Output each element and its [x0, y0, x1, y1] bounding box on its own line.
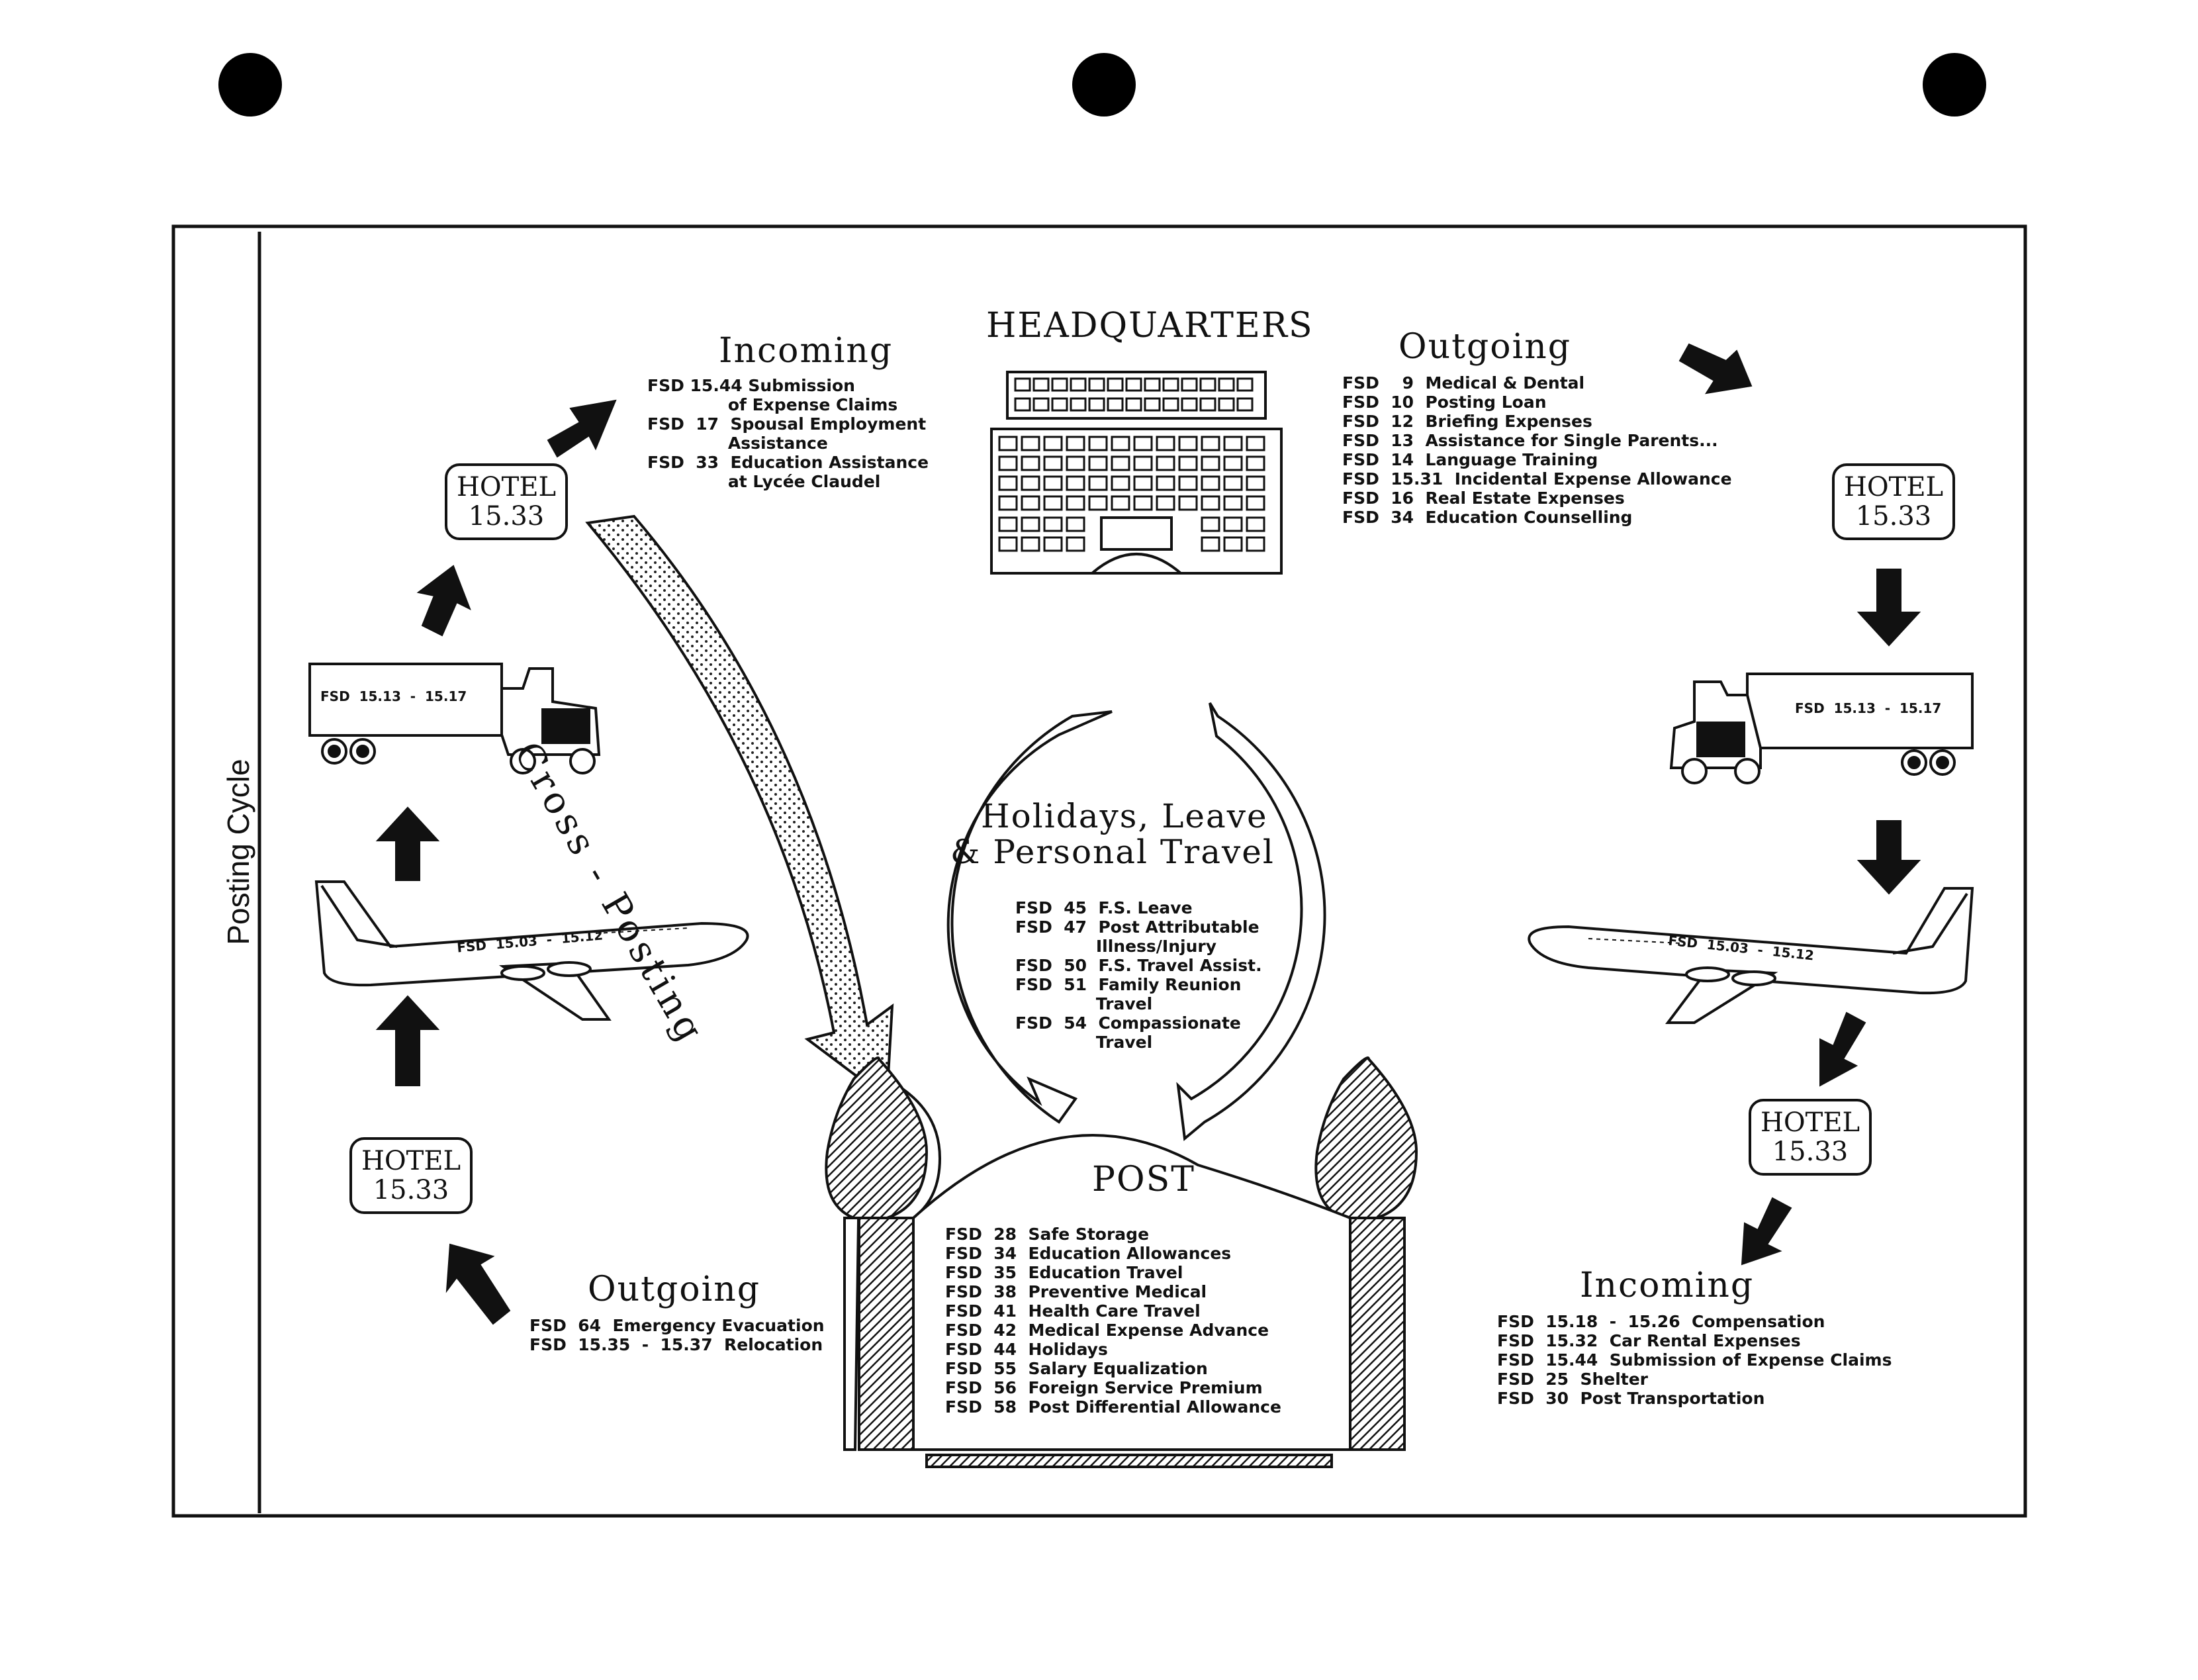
- headquarters-title: HEADQUARTERS: [986, 306, 1314, 346]
- hotel-number: 15.33: [1772, 1137, 1849, 1167]
- list-item: FSD 25 Shelter: [1497, 1370, 1649, 1389]
- post-outgoing-list: FSD 64 Emergency Evacuation FSD 15.35 - …: [529, 1316, 825, 1354]
- hq-outgoing-list: FSD 9 Medical & Dental FSD 10 Posting Lo…: [1342, 373, 1732, 527]
- hq-outgoing-title: Outgoing: [1398, 327, 1572, 367]
- cross-posting-arrow: [585, 514, 894, 1101]
- hq-incoming-title: Incoming: [719, 331, 893, 371]
- list-item: FSD 38 Preventive Medical: [945, 1282, 1207, 1301]
- list-item: FSD 9 Medical & Dental: [1342, 373, 1585, 393]
- truck-right-icon: [1669, 673, 1974, 784]
- list-item: FSD 15.44 Submission: [647, 376, 855, 395]
- holidays-title-line1: Holidays, Leave: [981, 797, 1268, 835]
- list-item: FSD 15.32 Car Rental Expenses: [1497, 1331, 1801, 1350]
- list-item: FSD 17 Spousal Employment: [647, 414, 927, 434]
- list-item: Travel: [1015, 1033, 1153, 1052]
- truck-left-label: FSD 15.13 - 15.17: [320, 688, 467, 704]
- list-item: FSD 35 Education Travel: [945, 1263, 1183, 1282]
- list-item: FSD 55 Salary Equalization: [945, 1359, 1208, 1378]
- list-item: of Expense Claims: [647, 395, 898, 414]
- list-item: FSD 64 Emergency Evacuation: [529, 1316, 825, 1335]
- post-incoming-list: FSD 15.18 - 15.26 Compensation FSD 15.32…: [1497, 1312, 1892, 1408]
- posting-cycle-arrows: [375, 343, 1921, 1325]
- holidays-cycle-arrows: [946, 702, 1326, 1141]
- hotel-label: HOTEL: [361, 1146, 461, 1176]
- hotel-label: HOTEL: [1761, 1107, 1860, 1138]
- binder-hole-right: [1923, 53, 1986, 117]
- binder-hole-left: [218, 53, 282, 117]
- outer-frame: [171, 224, 2027, 1518]
- airplane-right-icon: [1528, 887, 1974, 1024]
- hotel-box-top-right: HOTEL 15.33: [1832, 463, 1955, 540]
- hotel-number: 15.33: [468, 501, 545, 532]
- truck-left-icon: [308, 663, 601, 774]
- hotel-box-bottom-right: HOTEL 15.33: [1749, 1099, 1872, 1176]
- list-item: FSD 47 Post Attributable: [1015, 917, 1259, 937]
- post-outgoing-title: Outgoing: [588, 1270, 761, 1309]
- list-item: FSD 34 Education Allowances: [945, 1244, 1232, 1263]
- list-item: FSD 41 Health Care Travel: [945, 1301, 1201, 1321]
- list-item: FSD 50 F.S. Travel Assist.: [1015, 956, 1262, 975]
- hotel-number: 15.33: [373, 1175, 449, 1205]
- list-item: FSD 54 Compassionate: [1015, 1013, 1241, 1033]
- headquarters-building-icon: [990, 371, 1283, 575]
- post-title: POST: [1092, 1160, 1195, 1199]
- list-item: FSD 33 Education Assistance: [647, 453, 929, 472]
- post-incoming-block: Incoming FSD 15.18 - 15.26 Compensation …: [1497, 1266, 1892, 1408]
- hotel-number: 15.33: [1855, 501, 1932, 532]
- list-item: at Lycée Claudel: [647, 472, 881, 491]
- post-outgoing-block: Outgoing FSD 64 Emergency Evacuation FSD…: [529, 1270, 825, 1354]
- truck-right-label: FSD 15.13 - 15.17: [1795, 700, 1942, 716]
- hotel-box-top-left: HOTEL 15.33: [445, 463, 568, 540]
- list-item: FSD 58 Post Differential Allowance: [945, 1397, 1281, 1417]
- list-item: FSD 34 Education Counselling: [1342, 508, 1633, 527]
- list-item: Assistance: [647, 434, 828, 453]
- hotel-label: HOTEL: [457, 472, 557, 502]
- list-item: Illness/Injury: [1015, 937, 1217, 956]
- list-item: FSD 13 Assistance for Single Parents...: [1342, 431, 1718, 450]
- list-item: FSD 10 Posting Loan: [1342, 393, 1547, 412]
- list-item: FSD 16 Real Estate Expenses: [1342, 489, 1625, 508]
- list-item: FSD 44 Holidays: [945, 1340, 1108, 1359]
- hq-incoming-block: Incoming FSD 15.44 Submission of Expense…: [647, 331, 929, 491]
- holidays-list: FSD 45 F.S. Leave FSD 47 Post Attributab…: [1015, 898, 1262, 1052]
- binder-hole-center: [1072, 53, 1136, 117]
- posting-cycle-label: Posting Cycle: [221, 759, 255, 945]
- holidays-title-line2: & Personal Travel: [950, 833, 1275, 871]
- list-item: FSD 28 Safe Storage: [945, 1225, 1150, 1244]
- list-item: FSD 15.35 - 15.37 Relocation: [529, 1335, 823, 1354]
- list-item: FSD 15.44 Submission of Expense Claims: [1497, 1350, 1892, 1370]
- list-item: FSD 30 Post Transportation: [1497, 1389, 1765, 1408]
- hotel-box-bottom-left: HOTEL 15.33: [349, 1137, 473, 1214]
- list-item: FSD 51 Family Reunion: [1015, 975, 1242, 994]
- list-item: FSD 42 Medical Expense Advance: [945, 1321, 1269, 1340]
- list-item: FSD 15.18 - 15.26 Compensation: [1497, 1312, 1825, 1331]
- list-item: FSD 56 Foreign Service Premium: [945, 1378, 1263, 1397]
- list-item: Travel: [1015, 994, 1153, 1013]
- list-item: FSD 12 Briefing Expenses: [1342, 412, 1592, 431]
- list-item: FSD 45 F.S. Leave: [1015, 898, 1193, 917]
- post-building-icon: [825, 1056, 1418, 1468]
- list-item: FSD 15.31 Incidental Expense Allowance: [1342, 469, 1732, 489]
- hotel-label: HOTEL: [1844, 472, 1944, 502]
- post-list: FSD 28 Safe Storage FSD 34 Education All…: [945, 1225, 1281, 1417]
- hq-outgoing-block: Outgoing FSD 9 Medical & Dental FSD 10 P…: [1342, 327, 1732, 527]
- list-item: FSD 14 Language Training: [1342, 450, 1598, 469]
- post-incoming-title: Incoming: [1580, 1266, 1755, 1305]
- hq-incoming-list: FSD 15.44 Submission of Expense Claims F…: [647, 376, 929, 491]
- airplane-left-icon: [314, 880, 749, 1021]
